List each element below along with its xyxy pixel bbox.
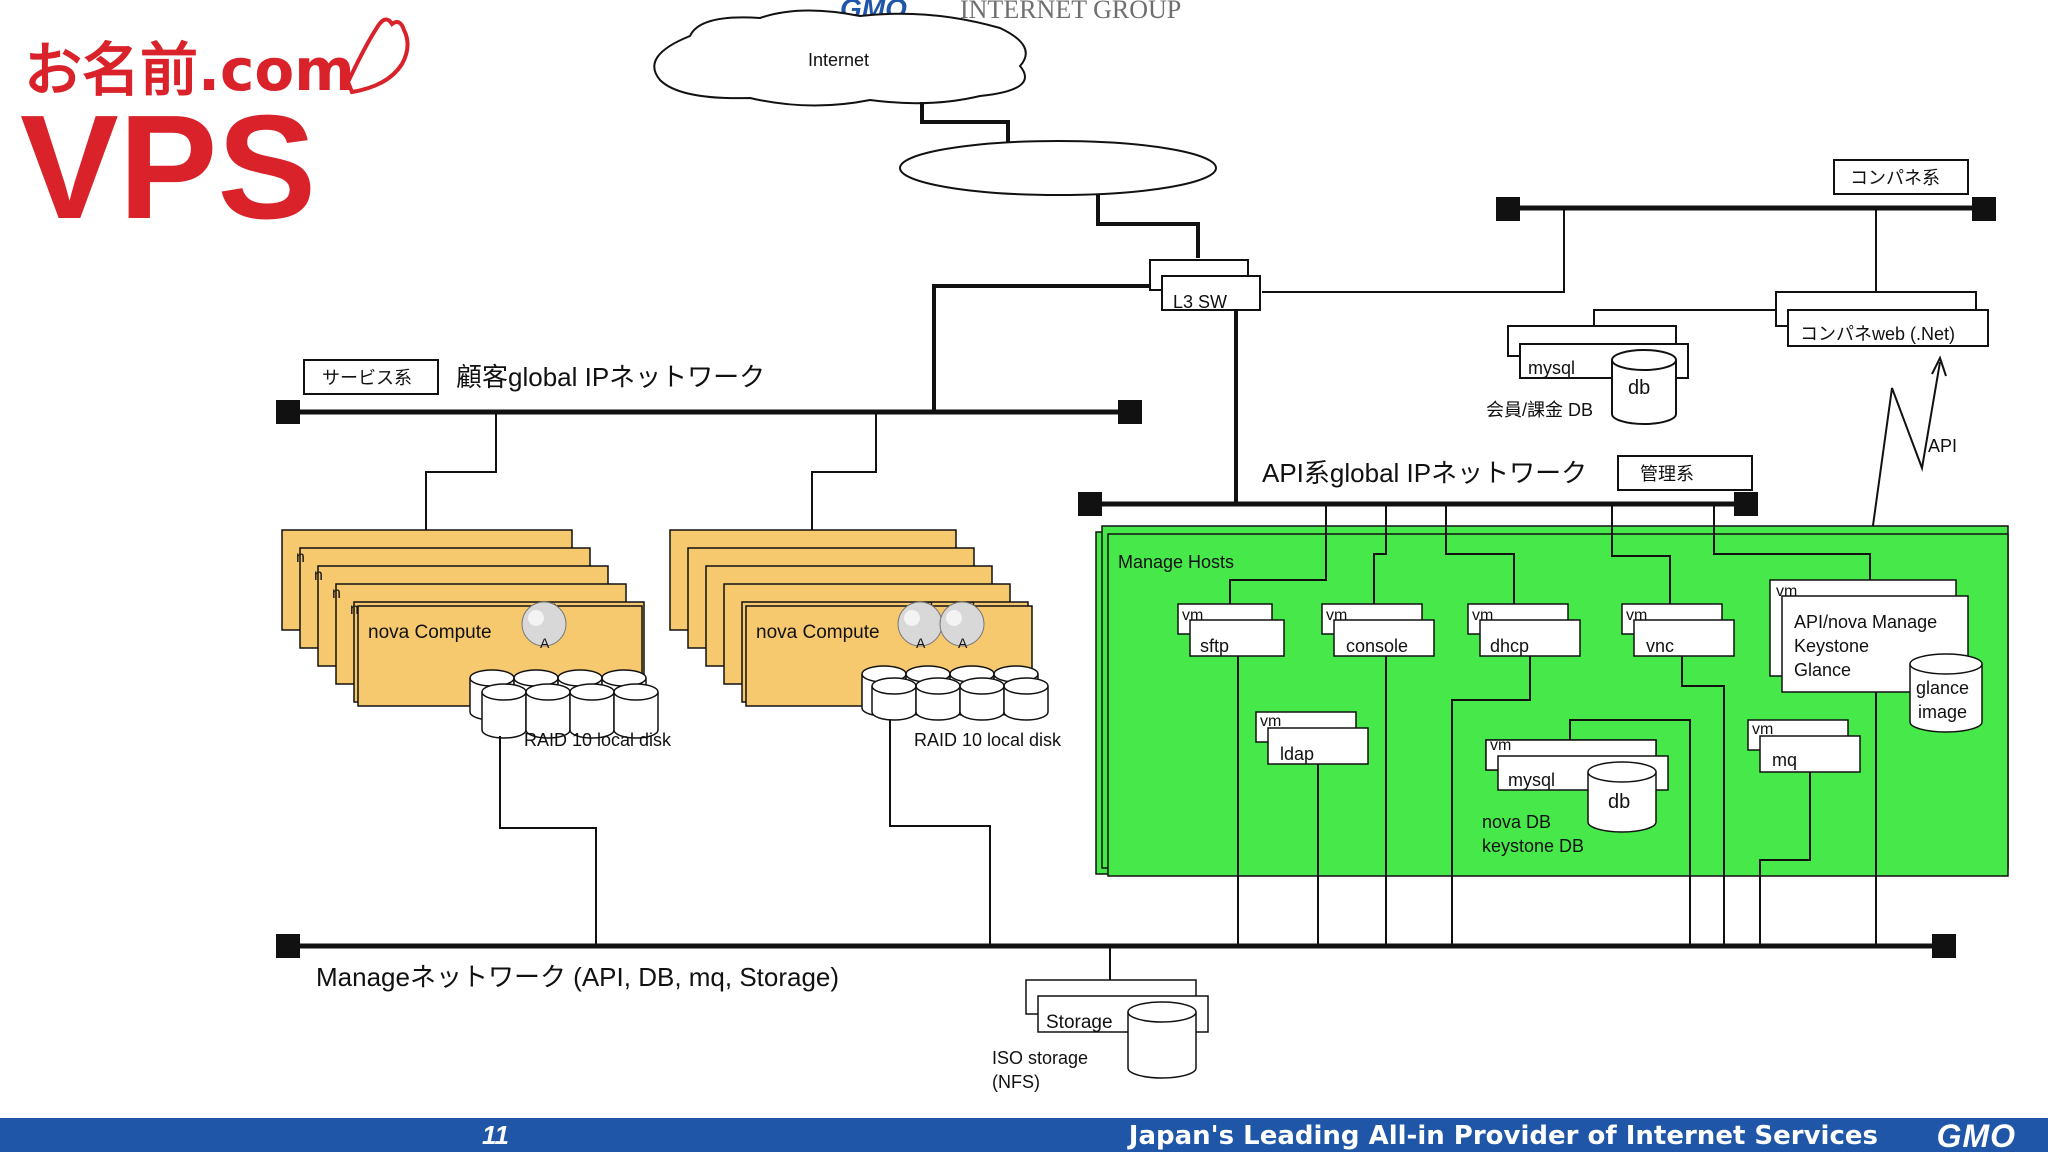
logo-top-text: お名前.com: [24, 36, 355, 104]
manage-hosts-label: Manage Hosts: [1118, 552, 1234, 572]
nova-mysql-label: mysql: [1508, 770, 1555, 790]
raid-caption-2: RAID 10 local disk: [914, 730, 1062, 750]
glance-label-line2: image: [1918, 702, 1967, 722]
api-network-endpoint-right: [1734, 492, 1758, 516]
management-group-label: 管理系: [1640, 464, 1694, 484]
iso-storage-label-line2: (NFS): [992, 1072, 1040, 1092]
flexed-arm-icon: [345, 17, 410, 95]
svg-text:A: A: [540, 635, 550, 651]
vm-mysql-nova-db: vm mysql db nova DB keystone DB: [1482, 737, 1669, 856]
raid-disks-1: RAID 10 local disk: [469, 669, 672, 750]
l3-switch-label: L3 SW: [1173, 292, 1227, 312]
gmo-logo: GMO: [1936, 1118, 2016, 1154]
vm-dhcp: vm dhcp: [1467, 603, 1581, 657]
console-label: console: [1346, 636, 1408, 656]
api-network-label: API系global IPネットワーク: [1262, 458, 1587, 488]
controlpanel-group-tag: コンパネ系: [1833, 159, 1969, 195]
controlpanel-network-endpoint-right: [1972, 197, 1996, 221]
footer-bar: 11 Japan's Leading All-in Provider of In…: [0, 1118, 2048, 1154]
controlpanel-group-label: コンパネ系: [1850, 168, 1940, 188]
api-manage-label-line2: Keystone: [1794, 636, 1869, 656]
iso-storage-label-line1: ISO storage: [992, 1048, 1088, 1068]
controlpanel-network-endpoint-left: [1496, 197, 1520, 221]
api-manage-label-line3: Glance: [1794, 660, 1851, 680]
controlpanel-web-label: コンパネweb (.Net): [1800, 324, 1955, 344]
raid-caption-1: RAID 10 local disk: [524, 730, 672, 750]
page-number: 11: [482, 1120, 509, 1150]
router-ellipse: [899, 140, 1217, 196]
api-manage-label-line1: API/nova Manage: [1794, 612, 1937, 632]
customer-network-label: 顧客global IPネットワーク: [456, 362, 765, 392]
controlpanel-web-server: コンパネweb (.Net): [1775, 291, 1989, 347]
vm-icon: vm A: [939, 597, 985, 651]
internet-label: Internet: [808, 50, 869, 70]
svg-text:n: n: [350, 601, 359, 618]
vm-icon: vm A: [897, 597, 943, 651]
nova-compute-label-1: nova Compute: [368, 622, 492, 643]
svg-text:A: A: [958, 635, 968, 651]
member-db-caption: 会員/課金 DB: [1486, 400, 1593, 420]
customer-network-endpoint-right: [1118, 400, 1142, 424]
nova-compute-group-2: nova Compute vm A vm A: [669, 529, 1033, 707]
storage-label: Storage: [1046, 1012, 1113, 1033]
gmo-group-suffix: INTERNET GROUP: [960, 0, 1181, 24]
onamae-vps-logo: お名前.com VPS: [20, 17, 410, 250]
manage-network-endpoint-right: [1932, 934, 1956, 958]
vm-sftp: vm sftp: [1177, 603, 1285, 657]
vm-icon: vm A: [521, 599, 567, 651]
storage-server: Storage ISO storage (NFS): [992, 979, 1209, 1092]
sftp-label: sftp: [1200, 636, 1229, 656]
member-db-label: db: [1628, 377, 1650, 399]
svg-text:n: n: [332, 585, 341, 602]
svg-text:n: n: [296, 549, 305, 566]
svg-text:A: A: [916, 635, 926, 651]
vm-vnc: vm vnc: [1621, 603, 1735, 657]
vnc-label: vnc: [1646, 636, 1674, 656]
nova-db-caption-line1: nova DB: [1482, 812, 1551, 832]
vm-mq: vm mq: [1747, 719, 1861, 773]
member-billing-db: mysql db 会員/課金 DB: [1486, 325, 1689, 425]
service-group-tag: サービス系: [303, 359, 439, 395]
raid-disks-2: RAID 10 local disk: [861, 665, 1062, 750]
nova-compute-label-2: nova Compute: [756, 622, 880, 643]
vm-console: vm console: [1321, 603, 1435, 657]
customer-network-endpoint-left: [276, 400, 300, 424]
footer-tagline: Japan's Leading All-in Provider of Inter…: [1128, 1121, 1878, 1151]
api-label: API: [1928, 436, 1957, 456]
svg-text:vm: vm: [1260, 713, 1281, 730]
logo-bottom-text: VPS: [20, 85, 316, 250]
svg-text:vm: vm: [1752, 721, 1773, 738]
nova-db-cylinder-label: db: [1608, 791, 1630, 813]
gmo-internet-group-header: GMO INTERNET GROUP: [840, 0, 1181, 24]
vm-api-nova-manage: vm API/nova Manage Keystone Glance glanc…: [1769, 579, 1983, 733]
management-group-tag: 管理系: [1617, 455, 1753, 491]
svg-text:n: n: [314, 567, 323, 584]
member-mysql-label: mysql: [1528, 358, 1575, 378]
manage-network-label: Manageネットワーク (API, DB, mq, Storage): [316, 962, 839, 992]
api-network-endpoint-left: [1078, 492, 1102, 516]
internet-cloud: Internet: [653, 9, 1027, 107]
dhcp-label: dhcp: [1490, 636, 1529, 656]
mq-label: mq: [1772, 750, 1797, 770]
manage-network-drops: [1237, 656, 1877, 946]
ldap-label: ldap: [1280, 744, 1314, 764]
l3-switch: L3 SW: [1149, 259, 1261, 312]
svg-text:vm: vm: [1490, 737, 1511, 754]
manage-hosts-panel: Manage Hosts: [1095, 525, 2009, 877]
nova-db-caption-line2: keystone DB: [1482, 836, 1584, 856]
service-group-label: サービス系: [322, 368, 412, 388]
vm-ldap: vm ldap: [1255, 711, 1369, 765]
manage-network-endpoint-left: [276, 934, 300, 958]
api-network-drops: [1229, 504, 1871, 604]
glance-label-line1: glance: [1916, 678, 1969, 698]
